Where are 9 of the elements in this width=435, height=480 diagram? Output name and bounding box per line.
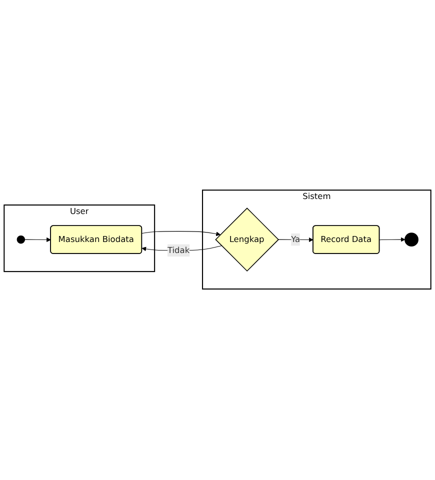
arrow [24,238,52,242]
edge-label: Tidak [167,246,190,256]
arrow [142,231,221,237]
node-circle [16,236,26,244]
arrow [278,238,314,242]
edge-label: Ya [291,234,300,245]
node-diamond: Lengkap [215,208,279,272]
arrow [379,238,406,242]
node-bullseye [404,233,418,247]
